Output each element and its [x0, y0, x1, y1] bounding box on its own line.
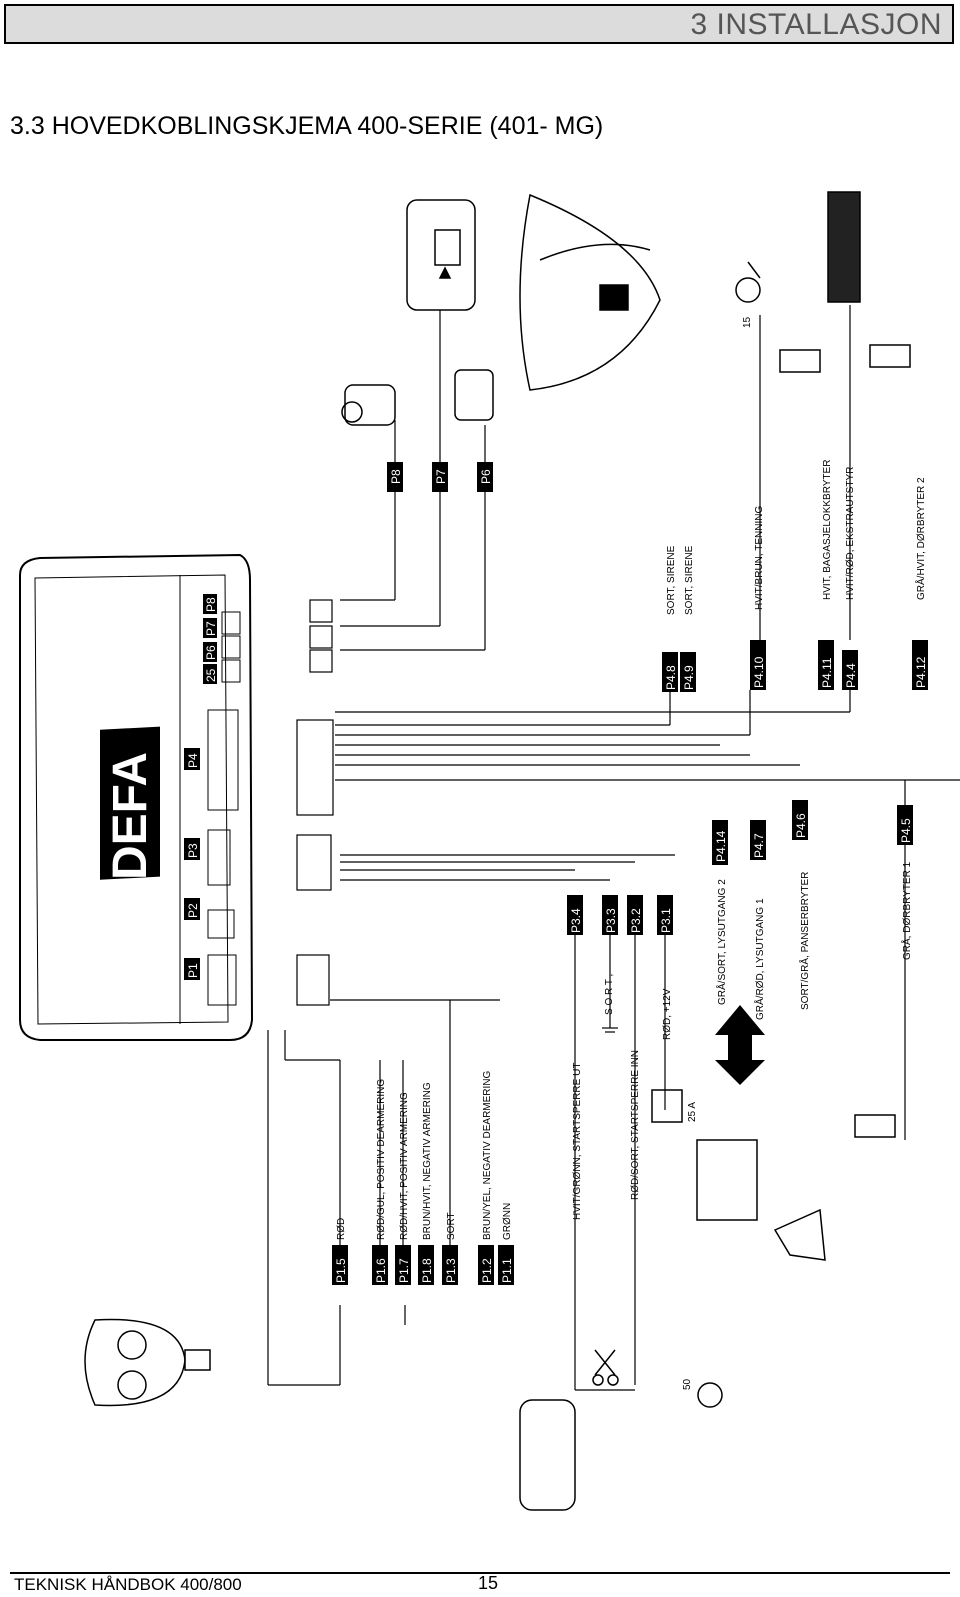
svg-text:P3.2: P3.2	[629, 908, 643, 933]
svg-text:RØD/HVIT, POSITIV ARMERING: RØD/HVIT, POSITIV ARMERING	[399, 1092, 410, 1240]
section-header: 3 INSTALLASJON	[4, 4, 954, 44]
page-title: 3.3 HOVEDKOBLINGSKJEMA 400-SERIE (401- M…	[10, 112, 604, 140]
svg-text:SORT, SIRENE: SORT, SIRENE	[684, 545, 695, 615]
svg-text:P4.7: P4.7	[752, 833, 766, 858]
svg-text:P4.4: P4.4	[844, 663, 858, 688]
switch-icon-door2	[869, 344, 911, 368]
unit-port-tags: P1 P2 P3 P4 25 P6 P7 P8	[184, 594, 218, 980]
door-switch-icon	[854, 1114, 896, 1138]
ground-icon	[602, 1020, 618, 1033]
p1-wire-labels: P1.5 RØD P1.6 RØD/GUL, POSITIV DEARMERIN…	[332, 1070, 514, 1285]
svg-text:P1.2: P1.2	[480, 1258, 494, 1283]
svg-text:50: 50	[682, 1378, 693, 1390]
hood-switch-icon	[773, 1208, 826, 1261]
svg-text:GRÅ/HVIT, DØRBRYTER 2: GRÅ/HVIT, DØRBRYTER 2	[914, 477, 927, 600]
svg-text:BRUN/YEL, NEGATIV DEARMERING: BRUN/YEL, NEGATIV DEARMERING	[482, 1070, 493, 1240]
svg-text:P4.8: P4.8	[664, 665, 678, 690]
defa-logo: DEFA	[100, 726, 160, 880]
svg-text:P4.5: P4.5	[899, 818, 913, 843]
p3-wire-labels: P3.4 HVIT/GRØNN, STARTSPERRE UT P3.3 S O…	[567, 895, 673, 1220]
led-indicator-icon	[454, 369, 494, 421]
svg-text:S O R T ,: S O R T ,	[604, 974, 615, 1015]
car-radio-icon	[827, 191, 861, 303]
svg-text:P1.6: P1.6	[374, 1258, 388, 1283]
svg-text:P2: P2	[186, 903, 200, 918]
svg-text:GRÅ/SORT, LYSUTGANG 2: GRÅ/SORT, LYSUTGANG 2	[715, 879, 728, 1005]
svg-text:P1.8: P1.8	[420, 1258, 434, 1283]
p4-wires	[335, 305, 960, 1140]
svg-text:P4.12: P4.12	[914, 656, 928, 688]
svg-text:RØD, +12V: RØD, +12V	[662, 988, 673, 1040]
p1-wires	[267, 999, 500, 1386]
svg-text:BRUN/HVIT, NEGATIV ARMERING: BRUN/HVIT, NEGATIV ARMERING	[422, 1082, 433, 1240]
svg-text:P3.4: P3.4	[569, 908, 583, 933]
ignition-key-icon	[735, 261, 761, 303]
page-number: 15	[478, 1573, 499, 1593]
svg-text:SORT: SORT	[446, 1212, 457, 1240]
switch-icon-trunk	[779, 349, 821, 373]
svg-text:15: 15	[742, 316, 753, 328]
footer-rule	[10, 1572, 950, 1574]
battery-icon	[696, 1139, 758, 1221]
svg-text:P1.3: P1.3	[444, 1258, 458, 1283]
svg-text:P3: P3	[186, 843, 200, 858]
svg-text:HVIT, BAGASJELOKKBRYTER: HVIT, BAGASJELOKKBRYTER	[822, 460, 833, 600]
svg-text:RØD: RØD	[336, 1218, 347, 1240]
p4-upper-wire-labels: P4.8 SORT, SIRENE P4.9 SORT, SIRENE P4.1…	[662, 460, 928, 692]
svg-text:P4.14: P4.14	[714, 830, 728, 862]
svg-text:P4.6: P4.6	[794, 813, 808, 838]
svg-text:P8: P8	[204, 597, 218, 612]
top-connector-tags: P8 P7 P6	[387, 462, 493, 492]
shock-sensor-icon	[341, 384, 396, 426]
siren-icon	[519, 193, 661, 391]
svg-text:P4: P4	[186, 753, 200, 768]
svg-text:P8: P8	[389, 469, 403, 484]
svg-text:HVIT/BRUN, TENNING: HVIT/BRUN, TENNING	[754, 506, 765, 610]
svg-text:P7: P7	[434, 469, 448, 484]
svg-text:RØD/GUL, POSITIV DEARMERING: RØD/GUL, POSITIV DEARMERING	[376, 1079, 387, 1240]
svg-text:P4.10: P4.10	[752, 656, 766, 688]
svg-text:P3.1: P3.1	[659, 908, 673, 933]
svg-text:P1.1: P1.1	[500, 1258, 514, 1283]
control-unit	[19, 553, 254, 1041]
p3-wires	[340, 854, 675, 1391]
svg-text:GRÅ, DØRBRYTER 1: GRÅ, DØRBRYTER 1	[900, 861, 913, 960]
svg-text:25: 25	[204, 668, 218, 682]
starter-contact-icon	[697, 1382, 723, 1408]
svg-text:HVIT/GRØNN, STARTSPERRE UT: HVIT/GRØNN, STARTSPERRE UT	[572, 1063, 583, 1220]
scissors-icon	[592, 1349, 619, 1386]
svg-text:25 A: 25 A	[687, 1102, 698, 1122]
svg-text:P1.5: P1.5	[334, 1258, 348, 1283]
svg-text:RØD/SORT, STARTSPERRE INN: RØD/SORT, STARTSPERRE INN	[630, 1050, 641, 1200]
peripherals	[84, 191, 911, 1511]
wiring-diagram: DEFA P1 P2 P3 P4 25 P6 P7 P8	[19, 191, 960, 1511]
section-title: 3 INSTALLASJON	[690, 8, 942, 41]
svg-text:DEFA: DEFA	[104, 752, 157, 880]
service-switch-icon	[406, 199, 476, 311]
svg-text:GRÅ/RØD, LYSUTGANG 1: GRÅ/RØD, LYSUTGANG 1	[753, 898, 766, 1020]
svg-text:P6: P6	[479, 469, 493, 484]
svg-text:P3.3: P3.3	[604, 908, 618, 933]
harness-connectors	[296, 599, 334, 1006]
svg-text:P1.7: P1.7	[397, 1258, 411, 1283]
svg-text:SORT/GRÅ, PANSERBRYTER: SORT/GRÅ, PANSERBRYTER	[798, 872, 811, 1010]
svg-text:SORT, SIRENE: SORT, SIRENE	[666, 545, 677, 615]
top-wires	[340, 310, 486, 651]
svg-text:P7: P7	[204, 621, 218, 636]
svg-text:P6: P6	[204, 645, 218, 660]
unit-connectors	[207, 611, 241, 1006]
p4-lower-wire-labels: P4.14 GRÅ/SORT, LYSUTGANG 2 P4.7 GRÅ/RØD…	[712, 800, 913, 1020]
starter-motor-icon	[519, 1399, 576, 1511]
misc-labels: 15 50 25 A	[682, 316, 753, 1390]
svg-text:P4.11: P4.11	[820, 657, 834, 688]
svg-text:GRØNN: GRØNN	[502, 1203, 513, 1240]
svg-text:P4.9: P4.9	[682, 665, 696, 690]
svg-text:P1: P1	[186, 963, 200, 978]
footer-manual-title: TEKNISK HÅNDBOK 400/800	[14, 1575, 242, 1594]
direction-arrow-icon	[715, 1005, 765, 1085]
remote-control-icon	[84, 1318, 211, 1407]
fuse-icon	[651, 1089, 683, 1123]
svg-text:HVIT/RØD, EKSTRAUTSTYR: HVIT/RØD, EKSTRAUTSTYR	[845, 467, 856, 600]
